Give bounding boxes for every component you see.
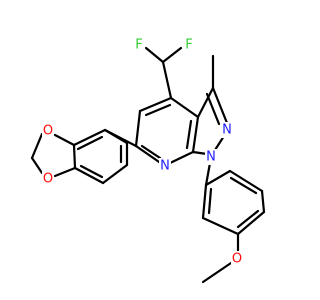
bond-c4-chf2: [161, 60, 173, 100]
atom-f1: F: [133, 37, 145, 53]
bond-ph-a: [204, 169, 232, 187]
bond-chf2-f1: [144, 46, 165, 64]
bond-layer: [30, 46, 266, 284]
bond-bz-d: [101, 163, 129, 185]
bond-n7-c6-inner: [140, 144, 162, 160]
bond-o-methyl: [201, 261, 233, 284]
bond-chf2-f2: [161, 46, 183, 64]
bond-ph-b: [228, 169, 264, 193]
bond-c4-c3a: [169, 96, 200, 119]
bond-ph-e: [201, 216, 240, 236]
fluorine-label: F: [185, 38, 192, 53]
bond-ch2-o2: [30, 156, 44, 175]
bond-bz-b: [72, 143, 77, 170]
bond-c3a-c7a: [191, 115, 200, 154]
atom-o-dioxole-1: O: [42, 123, 54, 139]
nitrogen-label: N: [206, 150, 216, 165]
oxygen-label: O: [43, 124, 53, 139]
bond-c3a-c7a-inner: [185, 119, 193, 150]
bond-n7-c6: [134, 144, 164, 166]
bond-bz-c-inner: [79, 164, 104, 179]
atom-n-pyrazole-2: N: [221, 122, 233, 138]
structure-canvas: F F N N N O O O: [30, 37, 266, 284]
bond-o1-ch2: [30, 132, 44, 160]
atom-n-pyrazole-1: N: [205, 149, 217, 165]
bond-ph-d-inner: [236, 209, 260, 229]
bond-bz-c: [73, 166, 105, 185]
bond-c6-c5: [134, 109, 142, 148]
atom-o-dioxole-2: O: [42, 171, 54, 187]
bond-bz-a: [72, 128, 107, 147]
bond-c-o1: [53, 133, 76, 147]
nitrogen-label: N: [222, 123, 232, 138]
atom-o-methoxy: O: [231, 251, 243, 267]
nitrogen-label: N: [160, 159, 170, 174]
bond-c3a-c3: [196, 86, 215, 119]
bond-ph-c: [260, 189, 266, 214]
bond-o2-c: [53, 166, 77, 178]
bond-c7a-n7: [166, 150, 195, 166]
bond-n1-c7a: [191, 150, 209, 156]
bond-bz-f: [103, 128, 129, 145]
bond-n2-n1: [213, 134, 226, 152]
molecule-diagram: F F N N N O O O: [30, 37, 266, 284]
atom-n-pyridine: N: [159, 158, 171, 174]
bond-ph-b-inner: [229, 176, 258, 195]
bond-n1-aryl: [204, 161, 212, 187]
oxygen-label: O: [232, 252, 242, 267]
bond-c5-c4-inner: [144, 103, 172, 117]
oxygen-label: O: [43, 172, 53, 187]
atom-f2: F: [183, 37, 195, 53]
bond-c3-n2: [211, 86, 229, 125]
bond-ph-f-inner: [207, 187, 213, 215]
bond-ph-f: [201, 183, 208, 220]
bond-c3-n2-inner: [205, 92, 221, 126]
bond-c5-c4: [138, 96, 173, 113]
fluorine-label: F: [135, 38, 142, 53]
atom-label-layer: F F N N N O O O: [42, 37, 243, 267]
bond-bz-a-inner: [76, 135, 104, 151]
bond-ph-d: [236, 210, 266, 236]
